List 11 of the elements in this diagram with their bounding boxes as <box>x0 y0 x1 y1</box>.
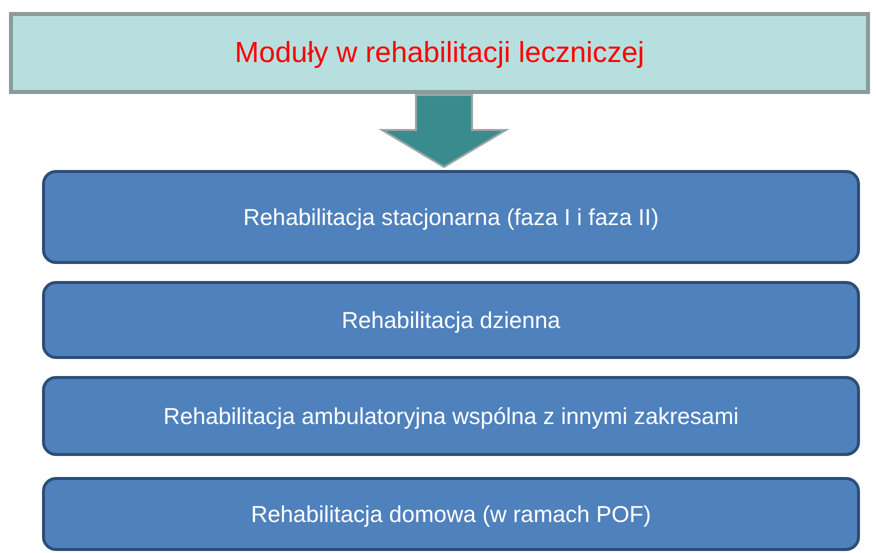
process-box <box>42 376 860 456</box>
title-box <box>9 12 870 94</box>
box-label: Rehabilitacja dzienna <box>342 306 560 334</box>
box-label: Moduły w rehabilitacji leczniczej <box>234 36 644 70</box>
process-box <box>42 170 860 264</box>
process-box <box>42 477 860 551</box>
box-label: Rehabilitacja stacjonarna (faza I i faza II) <box>243 204 659 230</box>
block-arrow <box>378 94 510 168</box>
box-label: Rehabilitacja ambulatoryjna wspólna z innymi zakresami <box>163 402 739 430</box>
process-box <box>42 281 860 359</box>
box-label: Rehabilitacja domowa (w ramach POF) <box>250 500 652 528</box>
